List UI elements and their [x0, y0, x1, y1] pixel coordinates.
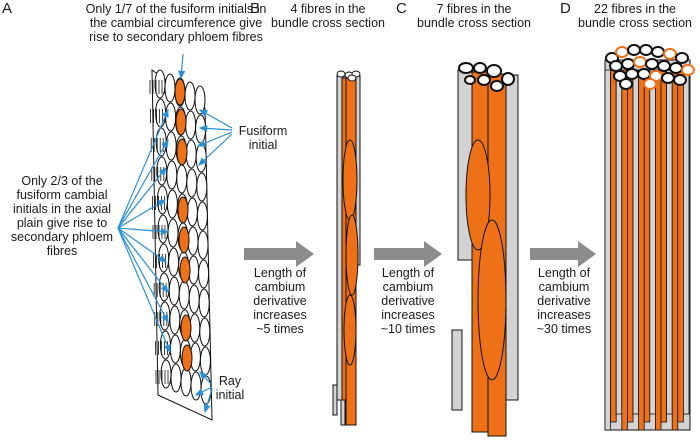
fusiform-cell — [195, 114, 207, 144]
fibre-cross-section — [633, 56, 647, 68]
fusiform-cell — [154, 69, 166, 99]
header-d: 22 fibres in the bundle cross section — [578, 2, 692, 30]
fusiform-cell — [169, 305, 181, 335]
fusiform-cell — [198, 259, 210, 289]
fusiform-cell — [166, 189, 178, 219]
fusiform-cell — [159, 330, 171, 360]
fusiform-cell — [160, 359, 172, 389]
fibre-cross-section — [643, 78, 657, 90]
fusiform-cell — [199, 346, 211, 376]
fusiform-cell — [167, 218, 179, 248]
fibre-cross-section — [661, 72, 675, 84]
fusiform-cell — [188, 284, 200, 314]
fusiform-cell — [169, 334, 181, 364]
fusiform-cell — [184, 81, 196, 111]
fusiform-cell — [176, 164, 188, 194]
fibre-strand — [627, 69, 634, 423]
bundle-d — [604, 44, 695, 431]
panel-label-c: C — [396, 0, 407, 17]
header-c: 7 fibres in the bundle cross section — [417, 2, 531, 30]
fusiform-cell — [166, 160, 178, 190]
fusiform-cell — [197, 230, 209, 260]
fibre-cross-section — [639, 44, 653, 56]
parenchyma-strand — [632, 69, 639, 415]
panel-label-d: D — [560, 0, 571, 17]
fibre-cross-section — [663, 48, 677, 60]
arrow-note-b: Length of cambium derivative increases ~… — [253, 266, 307, 336]
fusiform-cell — [156, 185, 168, 215]
fusiform-cell — [187, 226, 199, 256]
fusiform-cell — [170, 363, 182, 393]
fusiform-cell — [199, 317, 211, 347]
parenchyma-strand — [683, 69, 690, 415]
fusiform-cell — [168, 276, 180, 306]
leader-lines — [117, 53, 233, 414]
fusiform-cell — [186, 168, 198, 198]
fusiform-cell — [198, 288, 210, 318]
fibre-strand — [677, 69, 684, 423]
fusiform-cell — [186, 197, 198, 227]
fibre-cross-section — [637, 68, 651, 80]
fusiform-cell — [195, 143, 207, 173]
fusiform-cell — [185, 110, 197, 140]
fusiform-cell — [180, 367, 192, 397]
fusiform-cell — [156, 156, 168, 186]
arrow-a-b — [244, 241, 314, 267]
parenchyma-strand — [615, 69, 623, 415]
fibre-cross-section — [651, 46, 665, 58]
fibre-cross-section — [625, 68, 639, 80]
bundle-b — [332, 70, 361, 426]
fusiform-cell — [194, 85, 206, 115]
parenchyma-strand — [666, 69, 673, 415]
arrow-c-d — [530, 241, 596, 267]
fibre-cross-section — [615, 46, 629, 58]
arrow-b-c — [374, 241, 442, 267]
fusiform-cell — [185, 139, 197, 169]
fusiform-cell — [165, 102, 177, 132]
fibre-cross-section — [609, 60, 623, 72]
fibre-strand — [610, 69, 617, 423]
fibre-strand — [638, 69, 645, 431]
left-note: Only 2/3 of the fusiform cambial initial… — [10, 174, 114, 258]
fibre-strand — [621, 69, 628, 431]
fusiform-cell — [168, 247, 180, 277]
fibre-strand — [643, 69, 651, 423]
fusiform-cell — [157, 214, 169, 244]
fibre-strand — [655, 69, 662, 431]
header-b: 4 fibres in the bundle cross section — [271, 2, 385, 30]
fibre-cross-section — [619, 78, 633, 90]
panel-label-b: B — [250, 0, 261, 17]
fibre-cross-section — [627, 44, 641, 56]
fibre-initial-strip — [174, 78, 193, 372]
arrow-note-c: Length of cambium derivative increases ~… — [380, 266, 436, 336]
growth-arrows — [244, 241, 596, 267]
fusiform-initial-label: Fusiform initial — [238, 124, 288, 152]
fibre-cross-section — [673, 74, 687, 86]
arrow-note-d: Length of cambium derivative increases ~… — [536, 266, 592, 336]
fibre-strand — [660, 69, 667, 423]
panel-label-a: A — [2, 0, 13, 17]
fibre-strand — [671, 69, 679, 431]
ray-initial-label: Ray initial — [215, 374, 245, 402]
fibre-cross-section — [621, 58, 635, 70]
top-note: Only 1/7 of the fusiform initials in the… — [85, 2, 267, 44]
fusiform-cell — [196, 201, 208, 231]
parenchyma-strand — [649, 69, 656, 415]
fusiform-cell — [178, 280, 190, 310]
fusiform-cell — [165, 131, 177, 161]
bundle-c — [451, 62, 519, 437]
fibre-cross-section — [681, 64, 695, 76]
fibre-cross-section — [657, 60, 671, 72]
fibre-cross-section — [645, 58, 659, 70]
fusiform-cell — [196, 172, 208, 202]
fibre-cross-section — [669, 62, 683, 74]
fibre-cross-section — [675, 52, 689, 64]
cambium-sheet — [149, 69, 213, 421]
fusiform-cell — [190, 371, 202, 401]
fusiform-cell — [164, 73, 176, 103]
fusiform-cell — [155, 98, 167, 128]
parenchyma-strand — [604, 69, 611, 431]
